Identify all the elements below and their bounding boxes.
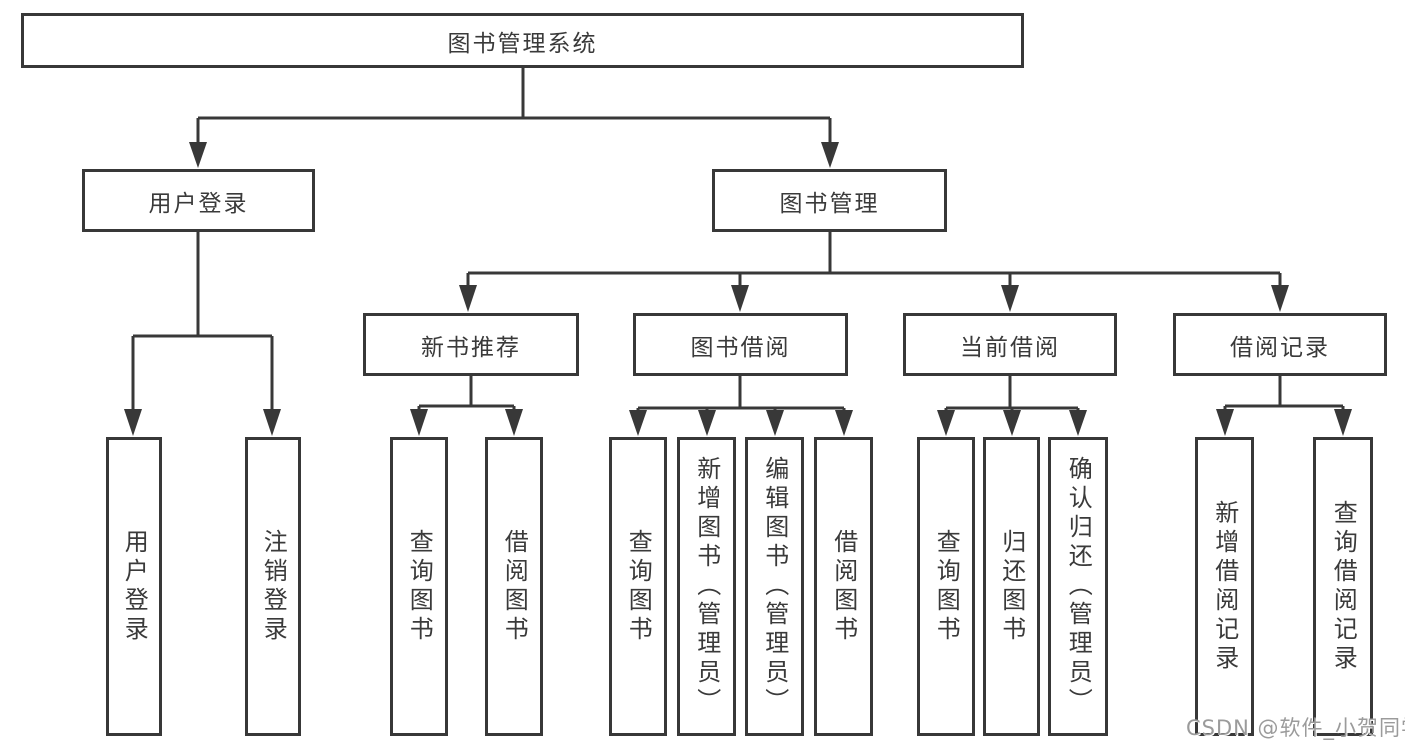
node-book-management: 图书管理 (712, 169, 947, 232)
leaf-label: 编辑图书（管理员） (760, 456, 789, 717)
csdn-watermark: CSDN @软件_小贺同学 (1186, 716, 1405, 740)
leaf-label: 注销登录 (259, 528, 288, 645)
leaf-logout: 注销登录 (245, 437, 301, 736)
node-book-borrow: 图书借阅 (633, 313, 848, 376)
leaf-borrow-add-books-admin: 新增图书（管理员） (677, 437, 736, 736)
leaf-label: 借阅图书 (500, 528, 529, 645)
leaf-records-add-record: 新增借阅记录 (1195, 437, 1254, 736)
connector-newbook-to-leaves (410, 376, 523, 436)
connector-userlogin-to-leaves (124, 232, 281, 436)
node-user-login: 用户登录 (82, 169, 315, 232)
leaf-borrow-edit-books-admin: 编辑图书（管理员） (745, 437, 804, 736)
leaf-label: 用户登录 (120, 528, 149, 645)
leaf-label: 借阅图书 (829, 528, 858, 645)
leaf-label: 查询图书 (405, 528, 434, 645)
leaf-current-return-books: 归还图书 (983, 437, 1040, 736)
leaf-borrow-borrow-books: 借阅图书 (814, 437, 873, 736)
connector-root-to-level1 (189, 68, 839, 168)
node-new-book-recommend: 新书推荐 (363, 313, 579, 376)
leaf-label: 查询图书 (932, 528, 961, 645)
leaf-label: 查询借阅记录 (1329, 499, 1358, 674)
leaf-recommend-query-books: 查询图书 (390, 437, 448, 736)
leaf-records-query-record: 查询借阅记录 (1313, 437, 1373, 736)
node-book-management-system: 图书管理系统 (21, 13, 1024, 68)
leaf-label: 新增借阅记录 (1210, 499, 1239, 674)
leaf-label: 归还图书 (997, 528, 1026, 645)
connector-records-to-leaves (1216, 376, 1352, 436)
node-borrow-records: 借阅记录 (1173, 313, 1387, 376)
leaf-label: 查询图书 (624, 528, 653, 645)
leaf-borrow-query-books: 查询图书 (609, 437, 667, 736)
connector-bookborrow-to-leaves (629, 376, 853, 436)
leaf-label: 新增图书（管理员） (692, 456, 721, 717)
leaf-recommend-borrow-books: 借阅图书 (485, 437, 543, 736)
leaf-user-login: 用户登录 (106, 437, 162, 736)
leaf-label: 确认归还（管理员） (1064, 456, 1093, 717)
leaf-current-confirm-return-admin: 确认归还（管理员） (1048, 437, 1108, 736)
connector-bookmgmt-to-sections (459, 232, 1289, 312)
connector-currentborrow-to-leaves (937, 376, 1087, 436)
node-current-borrow: 当前借阅 (903, 313, 1117, 376)
leaf-current-query-books: 查询图书 (917, 437, 975, 736)
